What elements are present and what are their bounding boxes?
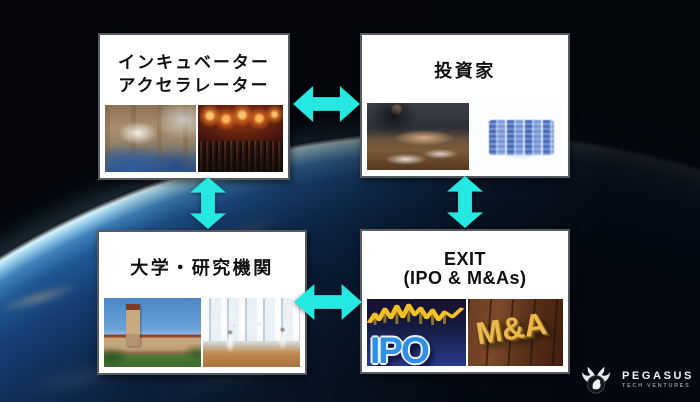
pegasus-wordmark: PEGASUS TECH VENTURES (622, 369, 694, 390)
title-line: インキュベーター (118, 53, 270, 72)
pitch-event-photo (198, 105, 283, 172)
double-arrow-horizontal-icon (294, 284, 362, 320)
double-arrow-horizontal-icon (293, 86, 360, 122)
ma-image: M&A (468, 299, 563, 366)
startup-office-photo (105, 105, 197, 172)
arrow-investors-exit (447, 176, 483, 228)
university-campus-photo (104, 298, 201, 367)
handshake-photo (367, 103, 469, 170)
double-arrow-vertical-icon (447, 176, 483, 228)
investors-title: 投資家 (362, 35, 568, 103)
exit-images: IPO M&A (367, 299, 563, 366)
university-photos (104, 298, 300, 367)
ipo-label: IPO (370, 330, 430, 366)
pegasus-icon (581, 366, 611, 394)
incubator-accelerator-box: インキュベーター アクセラレーター (98, 33, 290, 180)
university-research-title: 大学・研究機関 (99, 232, 305, 298)
title-line: (IPO & M&As) (403, 268, 527, 288)
incubator-photos (105, 105, 283, 172)
stock-chart-icon (367, 303, 465, 325)
research-lab-photo (203, 298, 300, 367)
exit-title: EXIT (IPO & M&As) (362, 231, 568, 299)
pegasus-subtitle: TECH VENTURES (622, 382, 691, 389)
investment-coins-photo (470, 103, 563, 170)
double-arrow-vertical-icon (190, 177, 226, 229)
arrow-incubator-investors (293, 86, 360, 122)
incubator-accelerator-title: インキュベーター アクセラレーター (100, 35, 288, 105)
title-line: EXIT (443, 249, 486, 269)
ma-label: M&A (473, 305, 550, 352)
pegasus-logo: PEGASUS TECH VENTURES (576, 365, 694, 395)
pegasus-name: PEGASUS (622, 369, 694, 382)
investors-box: 投資家 (360, 33, 570, 178)
title-line: アクセラレーター (118, 76, 270, 95)
investors-photos (367, 103, 563, 170)
university-research-box: 大学・研究機関 (97, 230, 307, 375)
arrow-university-exit (294, 284, 362, 320)
exit-box: EXIT (IPO & M&As) IPO M&A (360, 229, 570, 374)
arrow-incubator-university (190, 177, 226, 229)
title-line: 大学・研究機関 (130, 258, 274, 278)
ipo-image: IPO (367, 299, 467, 366)
title-line: 投資家 (434, 61, 496, 81)
